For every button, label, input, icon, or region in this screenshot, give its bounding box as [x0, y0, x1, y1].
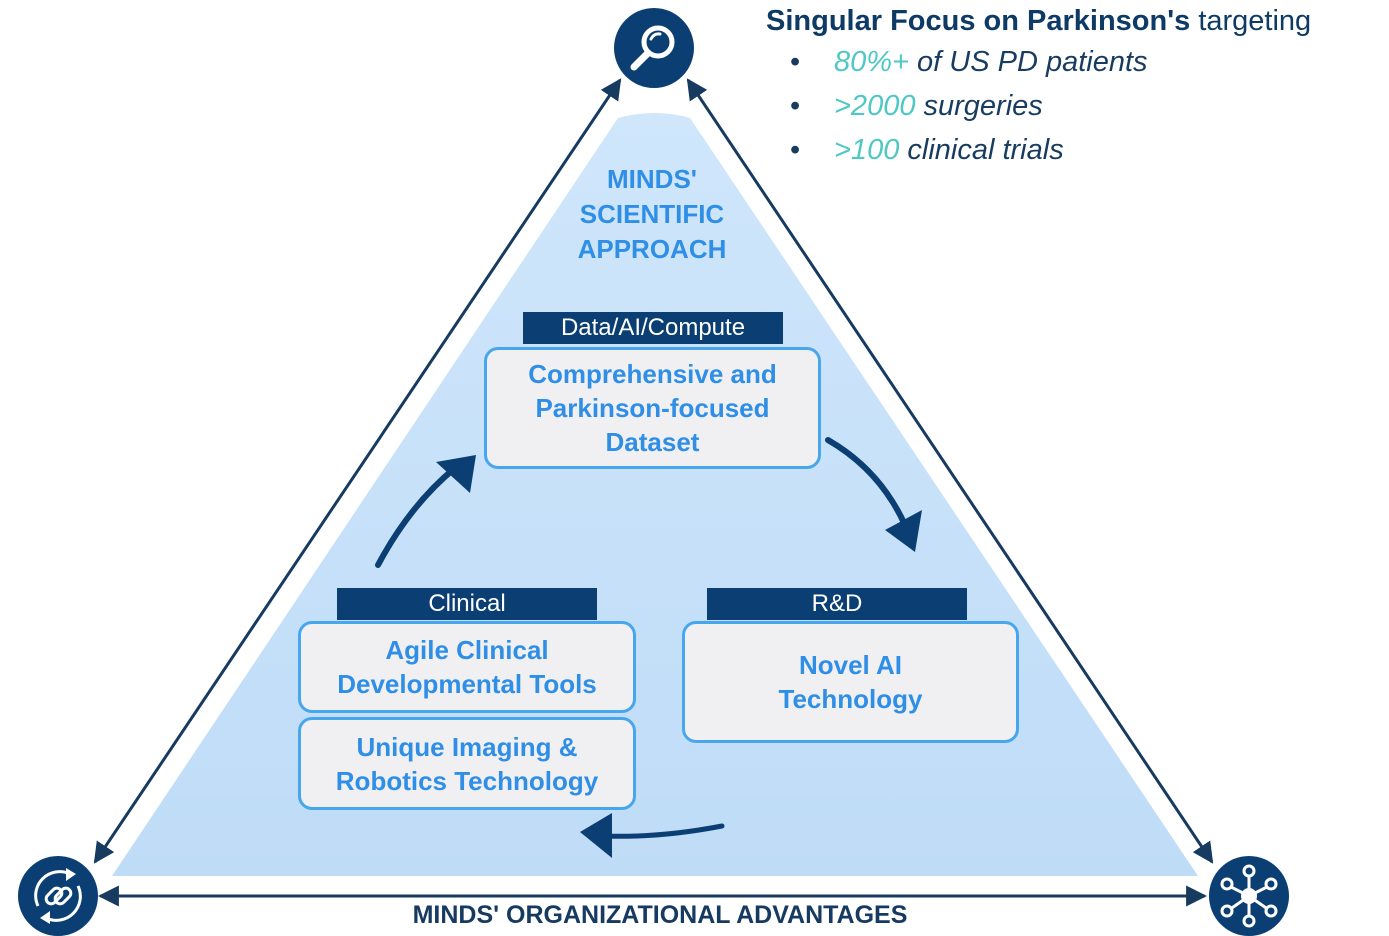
right-edge-arrow: [686, 78, 1214, 864]
magnifier-icon: [614, 8, 694, 88]
flow-arrow-data-to-rd: [825, 437, 908, 528]
data-box: Comprehensive and Parkinson-focused Data…: [484, 347, 821, 469]
network-nodes-icon: [1209, 856, 1289, 936]
focus-item-value: 80%+: [834, 46, 909, 78]
flow-arrowhead-data-to-rd: [885, 510, 922, 552]
apex-title: MINDS' SCIENTIFIC APPROACH: [577, 164, 727, 264]
network-nodes-icon-glyph: [1220, 864, 1278, 928]
flow-arrowhead-clinical-to-data: [436, 455, 476, 493]
flow-arrow-rd-to-imaging: [602, 823, 725, 839]
flow-arrowhead-rd-to-imaging: [580, 813, 612, 858]
clinical-box-header: Clinical: [337, 588, 597, 620]
chain-link-cycle-icon-glyph: [34, 868, 82, 924]
bottom-title: MINDS' ORGANIZATIONAL ADVANTAGES: [412, 901, 908, 929]
focus-item: 80%+ of US PD patients: [790, 40, 1386, 84]
magnifier-icon-glyph: [630, 25, 675, 71]
clinical-box: Agile Clinical Developmental Tools: [298, 621, 636, 713]
focus-title: Singular Focus on Parkinson's targeting: [766, 2, 1386, 40]
focus-title-rest: targeting: [1190, 5, 1312, 37]
focus-list: 80%+ of US PD patients >2000 surgeries >…: [766, 40, 1386, 172]
rd-box: Novel AI Technology: [682, 621, 1019, 743]
focus-item-value: >2000: [834, 90, 916, 122]
rd-box-header: R&D: [707, 588, 967, 620]
focus-item: >100 clinical trials: [790, 128, 1386, 172]
flow-arrow-clinical-to-data: [375, 465, 458, 568]
focus-item: >2000 surgeries: [790, 84, 1386, 128]
focus-item-value: >100: [834, 134, 900, 166]
chain-link-cycle-icon: [18, 856, 98, 936]
focus-item-text: clinical trials: [899, 134, 1064, 166]
focus-item-text: of US PD patients: [908, 46, 1148, 78]
imaging-box: Unique Imaging & Robotics Technology: [298, 717, 636, 810]
focus-title-bold: Singular Focus on Parkinson's: [766, 5, 1191, 37]
data-box-header: Data/AI/Compute: [523, 312, 783, 344]
focus-panel: Singular Focus on Parkinson's targeting …: [766, 2, 1386, 172]
left-edge-arrow: [93, 78, 622, 864]
focus-item-text: surgeries: [915, 90, 1043, 122]
